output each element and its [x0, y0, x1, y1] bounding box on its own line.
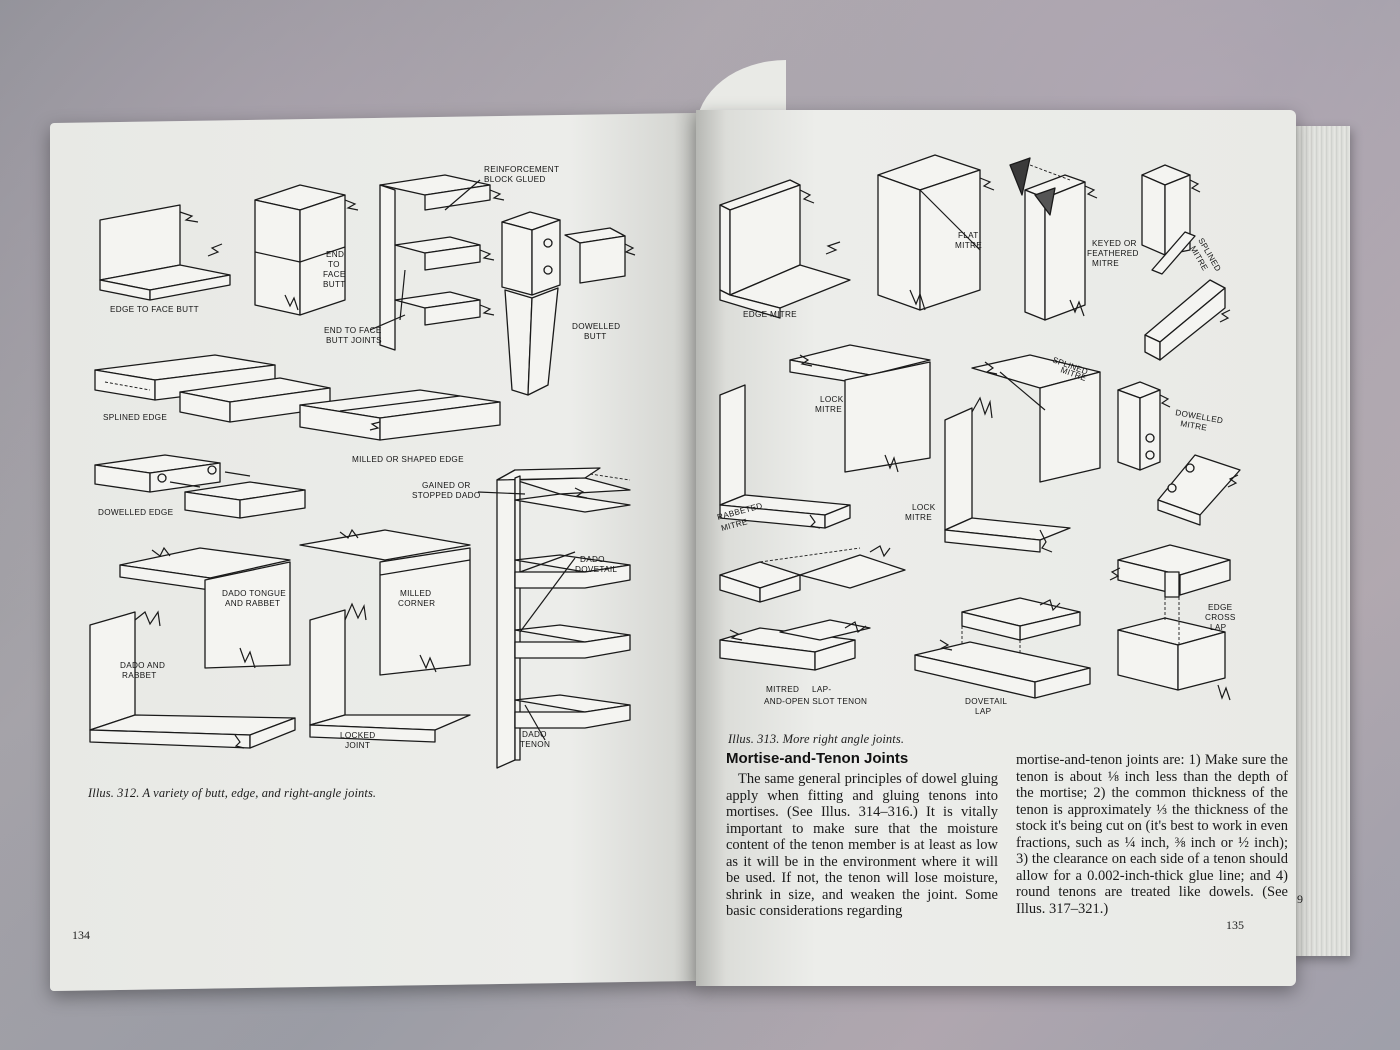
- label-flat-mitre-2: MITRE: [955, 241, 982, 250]
- label-keyed-2: FEATHERED: [1087, 249, 1139, 258]
- body-column-2: mortise-and-tenon joints are: 1) Make su…: [1016, 752, 1288, 917]
- label-flat-mitre-1: FLAT: [958, 231, 979, 240]
- label-end-face-joints-2: BUTT JOINTS: [326, 336, 382, 345]
- label-end-4: BUTT: [323, 280, 346, 289]
- label-dado-tongue-2: AND RABBET: [225, 599, 280, 608]
- label-mitred-lap-2: AND-OPEN SLOT TENON: [764, 697, 867, 706]
- flat-mitre-drawing: [877, 154, 995, 311]
- label-gained-dado-1: GAINED OR: [422, 481, 471, 490]
- label-edge-to-face-butt: EDGE TO FACE BUTT: [110, 305, 199, 314]
- label-reinforcement-1: REINFORCEMENT: [484, 165, 559, 174]
- label-end-2: TO: [328, 260, 340, 269]
- label-dado-tenon-2: TENON: [520, 740, 550, 749]
- label-milled-edge: MILLED OR SHAPED EDGE: [352, 455, 464, 464]
- mitred-lap-drawing: [719, 545, 906, 671]
- splined-edge-drawing: [94, 354, 331, 423]
- edge-cross-lap-drawing: [1109, 544, 1231, 701]
- label-locked-joint-2: JOINT: [345, 741, 370, 750]
- label-dado-rabbet-2: RABBET: [122, 671, 157, 680]
- label-keyed-1: KEYED OR: [1092, 239, 1137, 248]
- caption-illus-313: Illus. 313. More right angle joints.: [728, 732, 905, 746]
- label-dovetail-lap-2: LAP: [975, 707, 992, 716]
- lock-mitre-top-drawing: [719, 344, 931, 529]
- label-dovetail-lap-1: DOVETAIL: [965, 697, 1007, 706]
- edge-to-face-butt-drawing: [99, 204, 231, 301]
- label-dowelled-edge: DOWELLED EDGE: [98, 508, 174, 517]
- label-edge-cross-1: EDGE: [1208, 603, 1233, 612]
- dowelled-edge-drawing: [94, 454, 306, 519]
- label-edge-cross-2: CROSS: [1205, 613, 1236, 622]
- label-locked-joint-1: LOCKED: [340, 731, 375, 740]
- label-dado-tenon-1: DADO: [522, 730, 547, 739]
- label-dowelled-butt-1: DOWELLED: [572, 322, 620, 331]
- label-edge-mitre: EDGE MITRE: [743, 310, 797, 319]
- page-number-right: 135: [1226, 918, 1244, 932]
- label-lock-top-1: LOCK: [820, 395, 844, 404]
- dovetail-lap-drawing: [914, 597, 1091, 699]
- label-milled-corner-2: CORNER: [398, 599, 435, 608]
- label-end-1: END: [326, 250, 344, 259]
- dado-tongue-rabbet-drawing: [89, 546, 296, 749]
- dado-shelving-drawing: [477, 467, 631, 769]
- dowelled-butt-drawing: [501, 211, 636, 396]
- label-dowelled-butt-2: BUTT: [584, 332, 607, 341]
- label-dado-dovetail-2: DOVETAIL: [575, 565, 617, 574]
- label-lock-bottom-1: LOCK: [912, 503, 936, 512]
- section-heading: Mortise-and-Tenon Joints: [726, 750, 909, 767]
- label-lock-top-2: MITRE: [815, 405, 842, 414]
- label-keyed-3: MITRE: [1092, 259, 1119, 268]
- label-mitred-lap-1: MITRED LAP-: [766, 685, 831, 694]
- label-dado-rabbet-1: DADO AND: [120, 661, 165, 670]
- edge-mitre-drawing: [719, 179, 851, 319]
- label-gained-dado-2: STOPPED DADO: [412, 491, 481, 500]
- splined-mitre-top-drawing: [1141, 164, 1231, 361]
- label-splined-edge: SPLINED EDGE: [103, 413, 167, 422]
- caption-illus-312: Illus. 312. A variety of butt, edge, and…: [88, 786, 377, 800]
- label-dado-dovetail-1: DADO: [580, 555, 605, 564]
- label-end-face-joints-1: END TO FACE: [324, 326, 382, 335]
- milled-corner-drawing: [299, 528, 471, 743]
- milled-edge-drawing: [299, 389, 501, 441]
- body-column-1: The same general principles of dowel glu…: [726, 771, 998, 919]
- left-illustration: EDGE TO FACE BUTT END TO FACE BUTT REINF…: [89, 165, 636, 769]
- label-dado-tongue-1: DADO TONGUE: [222, 589, 286, 598]
- dowelled-mitre-drawing: [1117, 381, 1241, 526]
- page-number-left: 134: [72, 928, 90, 942]
- label-lock-bottom-2: MITRE: [905, 513, 932, 522]
- book-page-edges: [1292, 126, 1350, 956]
- label-edge-cross-3: LAP: [1210, 623, 1227, 632]
- label-reinforcement-2: BLOCK GLUED: [484, 175, 546, 184]
- reinforcement-block-drawing: [369, 174, 505, 351]
- label-end-3: FACE: [323, 270, 346, 279]
- end-to-face-butt-drawing: [254, 184, 359, 316]
- keyed-mitre-drawing: [1009, 157, 1098, 321]
- page-number-edge: 9: [1297, 892, 1303, 906]
- label-milled-corner-1: MILLED: [400, 589, 431, 598]
- lock-mitre-bottom-drawing: [944, 354, 1101, 553]
